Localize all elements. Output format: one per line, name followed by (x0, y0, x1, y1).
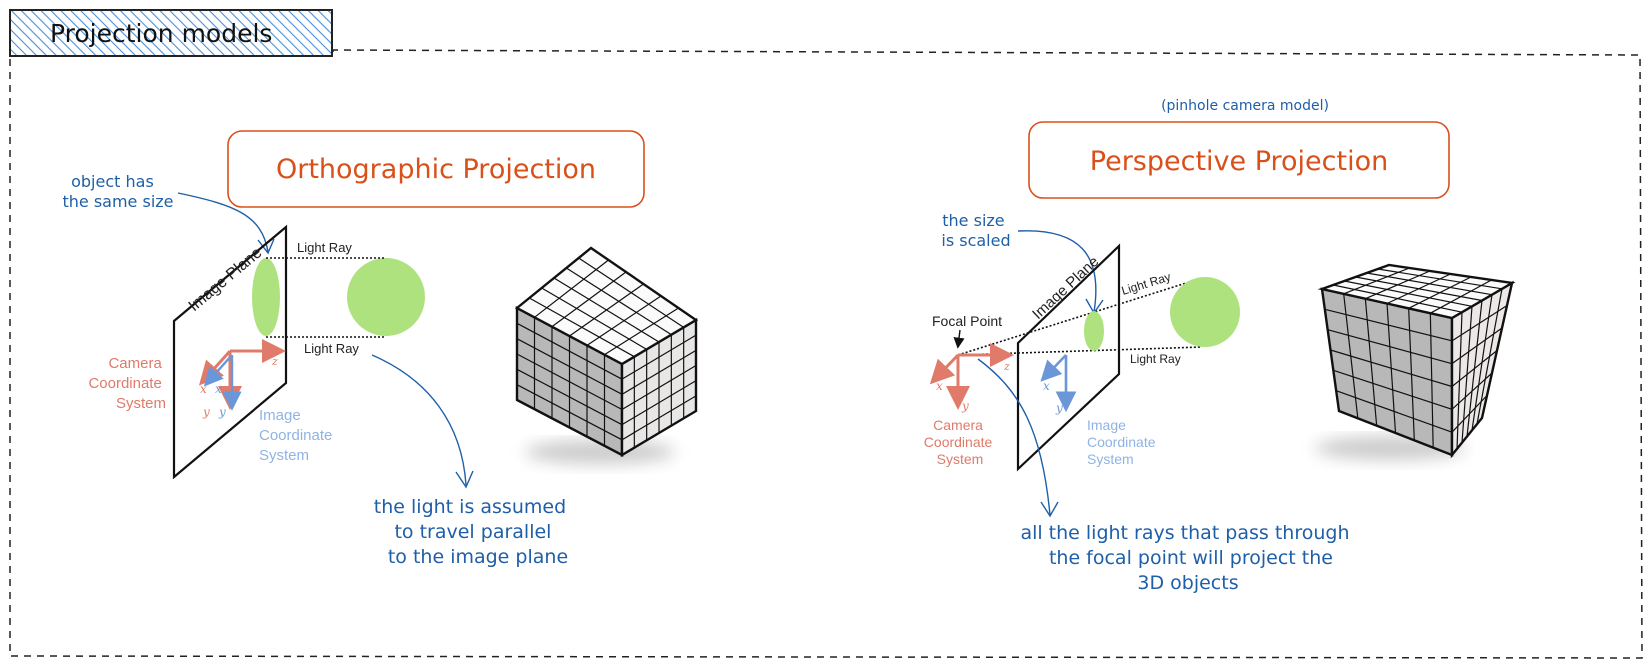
perspective-projected-object (1084, 311, 1104, 351)
perspective-3d-object (1170, 277, 1240, 347)
orthographic-axis-x-image-label: x (215, 382, 222, 396)
orthographic-axis-y-image-label: y (218, 405, 226, 419)
perspective-panel: (pinhole camera model) Perspective Proje… (924, 98, 1516, 594)
orthographic-title: Orthographic Projection (276, 154, 596, 185)
cube-grid-line (621, 395, 697, 441)
perspective-image-coord-label: Image Coordinate System (1087, 417, 1159, 467)
perspective-light-ray-top-label: Light Ray (1120, 270, 1173, 298)
orthographic-image-plane (172, 224, 288, 480)
orthographic-note-top-arrow (177, 192, 269, 253)
perspective-subtitle: (pinhole camera model) (1161, 98, 1329, 114)
perspective-title: Perspective Projection (1090, 146, 1388, 177)
perspective-camera-x-axis (929, 353, 960, 385)
perspective-note-top: the size is scaled (941, 211, 1010, 250)
cube-grid-line (1335, 390, 1453, 433)
orthographic-camera-coord-label: Camera Coordinate System (88, 355, 166, 412)
perspective-title-box (1028, 121, 1450, 199)
perspective-axis-x-label: x (936, 379, 943, 393)
cube-grid-line (1430, 279, 1492, 314)
orthographic-title-box (227, 130, 645, 208)
perspective-focal-point-label: Focal Point (932, 313, 1002, 329)
orthographic-camera-x-axis (198, 349, 232, 386)
orthographic-projected-object (252, 258, 280, 336)
orthographic-axis-z-label: z (271, 355, 278, 368)
perspective-axis-z-label: z (1003, 360, 1010, 373)
perspective-note-top-arrow (1017, 230, 1097, 313)
perspective-light-ray-top (957, 277, 1203, 356)
orthographic-note-bottom: the light is assumed to travel parallel … (374, 496, 572, 568)
perspective-image-axis-y-label: y (1055, 401, 1063, 415)
perspective-cube (1315, 263, 1516, 460)
orthographic-light-ray-top-label: Light Ray (297, 240, 352, 255)
section-header: Projection models (9, 9, 333, 57)
perspective-light-ray-bottom-label: Light Ray (1130, 352, 1181, 366)
cube-grid-line (1451, 395, 1488, 433)
cube-grid-line (516, 384, 623, 441)
orthographic-note-bottom-arrow (371, 354, 467, 486)
orthographic-note-top: object has the same size (62, 172, 173, 211)
perspective-image-plane (1016, 243, 1121, 472)
orthographic-3d-object (347, 258, 425, 336)
orthographic-image-x-axis (203, 354, 233, 387)
orthographic-axis-x-label: x (200, 382, 207, 396)
section-title: Projection models (50, 19, 272, 48)
perspective-note-bottom-arrow (977, 358, 1051, 516)
perspective-note-bottom: all the light rays that pass through the… (1020, 522, 1355, 594)
cube-grid-line (604, 307, 679, 356)
orthographic-image-coord-label: Image Coordinate System (259, 407, 337, 464)
orthographic-cube (514, 246, 699, 464)
focal-point-arrow (953, 329, 965, 349)
perspective-axis-y-label: y (961, 399, 969, 413)
perspective-image-x-axis (1040, 354, 1067, 382)
orthographic-light-ray-bottom-label: Light Ray (304, 341, 359, 356)
perspective-image-axis-x-label: x (1043, 379, 1050, 393)
orthographic-panel: Orthographic Projection object has the s… (62, 130, 699, 568)
perspective-camera-coord-label: Camera Coordinate System (924, 417, 996, 467)
orthographic-axis-y-label: y (202, 405, 210, 419)
